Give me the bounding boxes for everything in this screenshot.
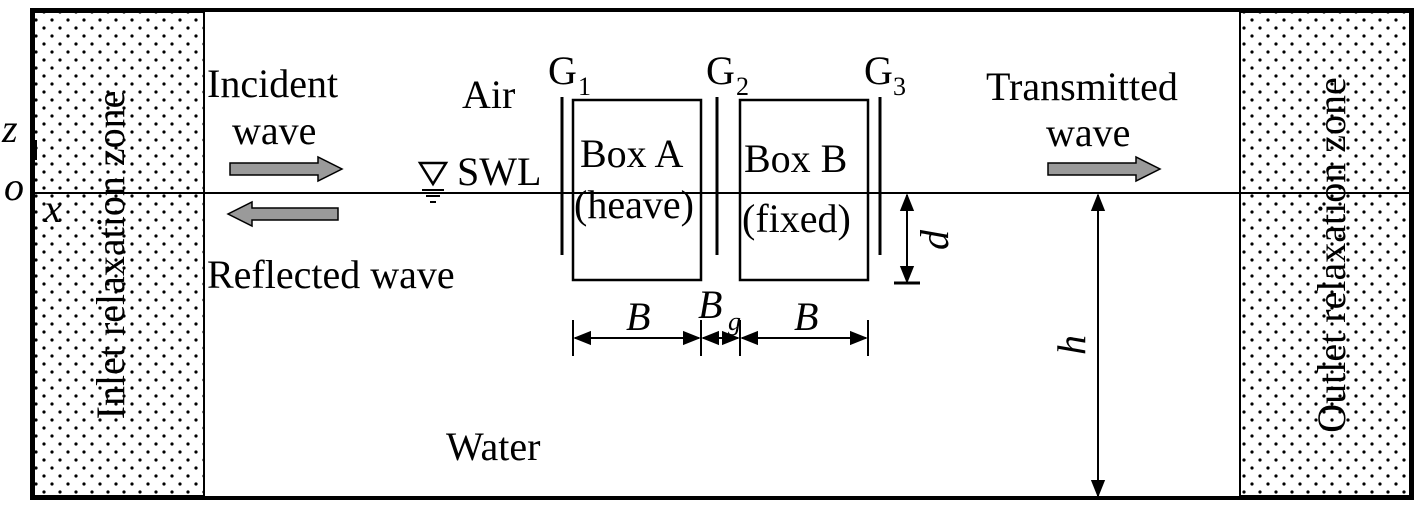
box-a-label-1: Box A bbox=[580, 131, 683, 176]
box-b-label-2: (fixed) bbox=[742, 196, 851, 241]
reflected-wave-label: Reflected wave bbox=[207, 252, 455, 297]
gauge-g3-letter: G bbox=[864, 48, 893, 93]
incident-wave-label-2: wave bbox=[232, 108, 316, 153]
gauge-g3-index: 3 bbox=[893, 72, 906, 101]
box-b-label-1: Box B bbox=[744, 136, 847, 181]
tank-frame bbox=[30, 8, 1414, 500]
z-axis-label: z bbox=[1, 106, 18, 151]
box-a bbox=[571, 98, 703, 282]
box-b bbox=[738, 98, 870, 282]
incident-arrow-icon bbox=[229, 155, 344, 183]
x-axis-label: x bbox=[43, 186, 62, 231]
transmitted-wave-label-1: Transmitted bbox=[986, 64, 1178, 109]
draft-label: d bbox=[912, 229, 957, 250]
inlet-relaxation-zone bbox=[33, 11, 205, 497]
water-level-symbol-icon bbox=[417, 161, 449, 203]
incident-wave-label-1: Incident bbox=[207, 61, 338, 106]
depth-label: h bbox=[1049, 335, 1094, 355]
gauge-g3: G 3 bbox=[864, 48, 906, 255]
water-label: Water bbox=[446, 424, 541, 469]
gauge-g2: G 2 bbox=[706, 48, 749, 255]
inlet-zone-label: Inlet relaxation zone bbox=[88, 91, 133, 420]
outlet-relaxation-zone bbox=[1239, 11, 1411, 497]
gap-label-sub: g bbox=[728, 307, 741, 336]
width-dimension-line bbox=[572, 320, 869, 356]
gauge-g2-index: 2 bbox=[736, 72, 749, 101]
air-label: Air bbox=[462, 72, 515, 117]
origin-label: o bbox=[4, 164, 24, 209]
width-a-label: B bbox=[626, 294, 650, 339]
swl-label: SWL bbox=[457, 149, 541, 194]
draft-dimension bbox=[894, 193, 920, 285]
width-b-label: B bbox=[794, 294, 818, 339]
outlet-zone-label: Outlet relaxation zone bbox=[1309, 77, 1354, 432]
gauge-g1: G 1 bbox=[548, 48, 591, 255]
gap-label: B bbox=[698, 282, 722, 327]
transmitted-wave-label-2: wave bbox=[1046, 110, 1130, 155]
reflected-arrow-icon bbox=[226, 200, 339, 228]
box-a-label-2: (heave) bbox=[574, 182, 694, 227]
gauge-g2-letter: G bbox=[706, 48, 735, 93]
gauge-g1-letter: G bbox=[548, 48, 577, 93]
gauge-g1-index: 1 bbox=[578, 72, 591, 101]
transmitted-arrow-icon bbox=[1047, 155, 1162, 183]
